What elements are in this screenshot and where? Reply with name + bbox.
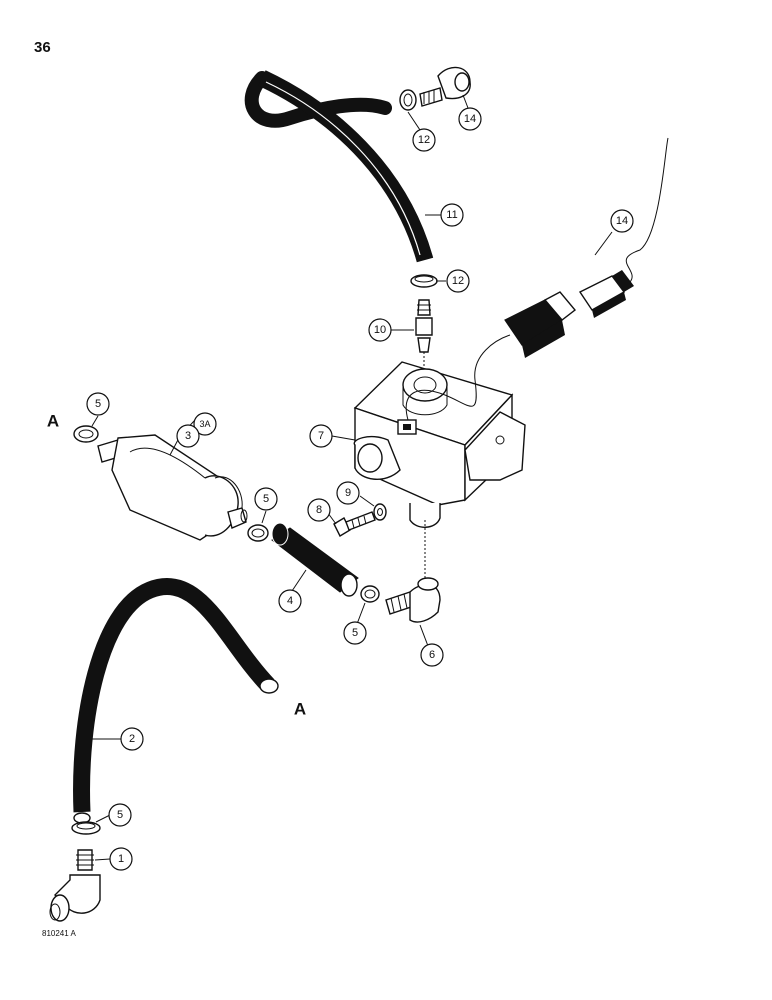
page-number: 36 bbox=[34, 39, 51, 56]
callout-label: 1 bbox=[118, 853, 124, 865]
reference-letter-a-top: A bbox=[47, 412, 59, 431]
callout-label: 7 bbox=[318, 430, 324, 442]
callout-label: 5 bbox=[352, 627, 358, 639]
callout-label: 12 bbox=[418, 134, 430, 146]
callout-3: 3 bbox=[176, 424, 200, 448]
callout-13: 14 bbox=[458, 107, 482, 131]
callout-label: 2 bbox=[129, 733, 135, 745]
callout-14: 14 bbox=[610, 209, 634, 233]
callout-label: 9 bbox=[345, 487, 351, 499]
fuel-valve-body bbox=[353, 361, 526, 580]
callout-7: 7 bbox=[309, 424, 333, 448]
callout-label: 14 bbox=[616, 215, 628, 227]
callout-5-filter-outlet: 5 bbox=[254, 487, 278, 511]
washer bbox=[373, 503, 387, 521]
callout-1: 1 bbox=[109, 847, 133, 871]
valve-connector bbox=[504, 291, 577, 358]
callout-label: 11 bbox=[446, 209, 457, 221]
hose-clamp-filter-outlet bbox=[247, 524, 269, 542]
callout-11: 11 bbox=[440, 203, 464, 227]
hose-clamp-lower bbox=[71, 821, 101, 835]
short-hose bbox=[271, 522, 359, 597]
hose-clamp-middle bbox=[410, 274, 438, 288]
callout-label: 8 bbox=[316, 504, 322, 516]
harness-connector bbox=[578, 137, 669, 318]
callout-label: 6 bbox=[429, 649, 435, 661]
callout-label: 3A bbox=[199, 419, 210, 429]
callout-label: 5 bbox=[263, 493, 269, 505]
elbow-fitting-lower bbox=[49, 849, 101, 922]
callout-2: 2 bbox=[120, 727, 144, 751]
callout-5-lower: 5 bbox=[108, 803, 132, 827]
callout-3A: 3A bbox=[193, 412, 217, 436]
reference-letter-a-bottom: A bbox=[294, 700, 306, 719]
callout-10: 10 bbox=[368, 318, 392, 342]
callout-label: 5 bbox=[117, 809, 123, 821]
elbow-fitting-valve bbox=[385, 577, 441, 623]
callout-5-filter-inlet: 5 bbox=[86, 392, 110, 416]
figure-code: 810241 A bbox=[42, 929, 76, 938]
callout-4: 4 bbox=[278, 589, 302, 613]
callout-label: 14 bbox=[464, 113, 476, 125]
hose-clamp-elbow bbox=[360, 585, 380, 603]
callout-label: 4 bbox=[287, 595, 293, 607]
bolt bbox=[333, 511, 376, 537]
callout-label: 10 bbox=[374, 324, 386, 336]
hose-clamp-upper bbox=[399, 89, 417, 111]
hose-clamp-filter-inlet bbox=[73, 425, 99, 443]
callout-8: 8 bbox=[307, 498, 331, 522]
hose-upper bbox=[244, 70, 434, 263]
callout-6: 6 bbox=[420, 643, 444, 667]
callout-label: 12 bbox=[452, 275, 464, 287]
elbow-fitting-upper bbox=[419, 66, 471, 107]
solenoid-wire bbox=[405, 334, 511, 421]
callout-9: 9 bbox=[336, 481, 360, 505]
fuel-filter bbox=[97, 434, 248, 541]
callout-label: 5 bbox=[95, 398, 101, 410]
callout-12-middle: 12 bbox=[446, 269, 470, 293]
hose-lower bbox=[73, 578, 279, 824]
callout-12-top: 12 bbox=[412, 128, 436, 152]
callout-label: 3 bbox=[185, 430, 191, 442]
callout-5-elbow: 5 bbox=[343, 621, 367, 645]
